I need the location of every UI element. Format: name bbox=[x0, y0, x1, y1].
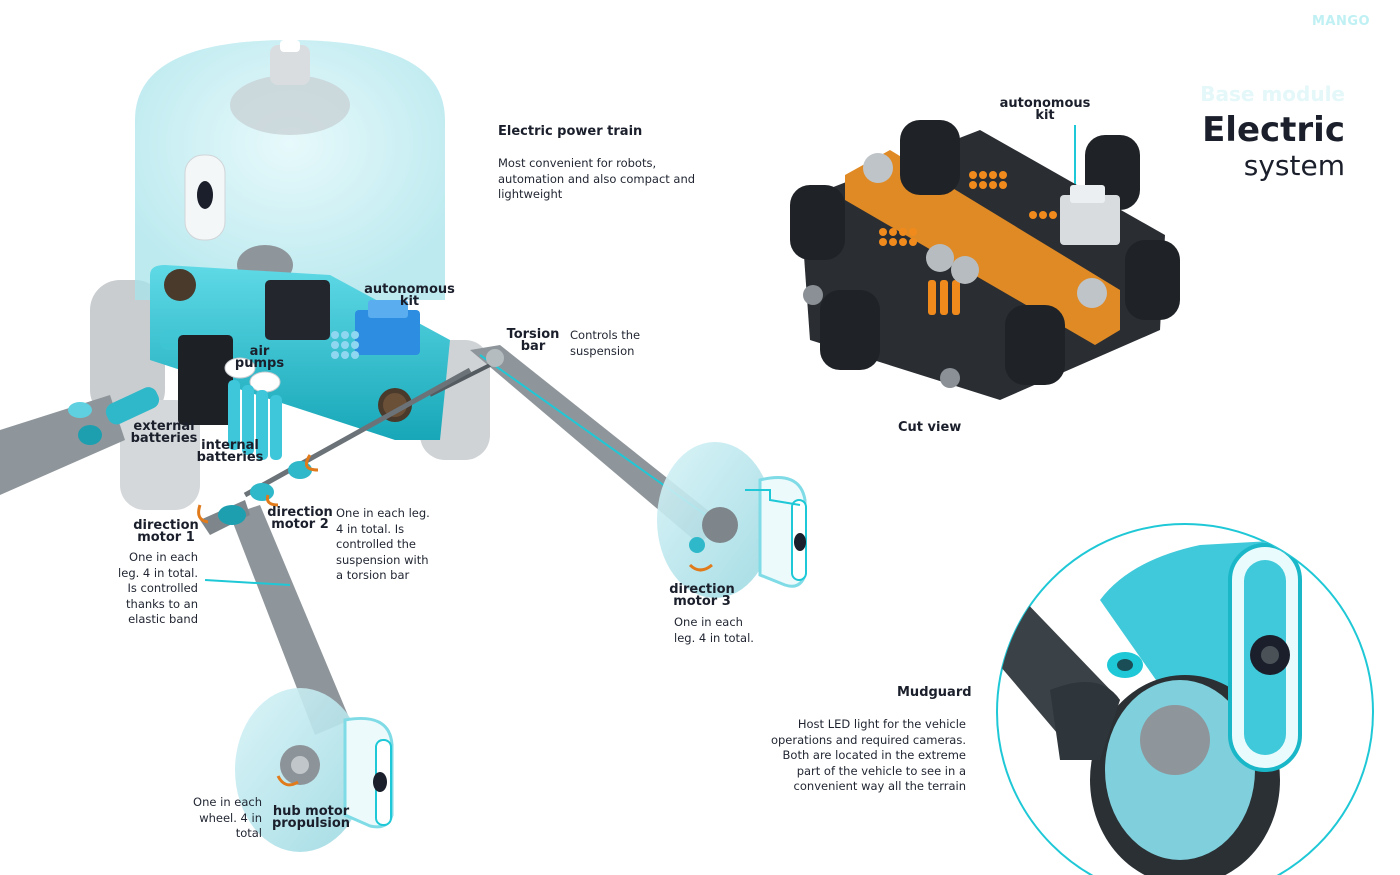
direction-motor-1-desc: One in each leg. 4 in total. Is controll… bbox=[118, 550, 198, 626]
label-hub-motor: hub motor propulsion bbox=[271, 804, 351, 831]
page-title: Electric bbox=[1202, 110, 1345, 150]
label-air-pumps: air pumps bbox=[234, 344, 285, 371]
cut-view-caption: Cut view bbox=[898, 420, 962, 435]
mudguard-heading: Mudguard bbox=[897, 685, 972, 700]
hub-motor-desc: One in each wheel. 4 in total bbox=[193, 795, 262, 840]
brand-logo: MANGO bbox=[1312, 14, 1371, 29]
page-subtitle: system bbox=[1243, 149, 1345, 182]
label-direction-motor-3: direction motor 3 bbox=[669, 582, 735, 609]
direction-motor-2-desc: One in each leg. 4 in total. Is controll… bbox=[336, 506, 430, 582]
cut-view-illustration bbox=[790, 120, 1180, 400]
label-cut-view-kit: autonomous kit bbox=[999, 96, 1091, 123]
mudguard-closeup bbox=[996, 523, 1374, 875]
label-torsion-bar: Torsion bar bbox=[506, 327, 560, 354]
power-train-heading: Electric power train bbox=[498, 124, 643, 139]
label-direction-motor-2: direction motor 2 bbox=[267, 505, 333, 532]
power-train-text: Most convenient for robots, automation a… bbox=[498, 156, 696, 201]
robot-illustration bbox=[0, 40, 807, 852]
direction-motor-3-desc: One in each leg. 4 in total. bbox=[674, 615, 754, 645]
torsion-bar-desc: Controls the suspension bbox=[570, 328, 641, 358]
mudguard-text: Host LED light for the vehicle operation… bbox=[770, 717, 966, 793]
rotation-arrows bbox=[197, 454, 713, 787]
label-external-batteries: external batteries bbox=[130, 419, 198, 446]
label-autonomous-kit: autonomous kit bbox=[364, 282, 455, 309]
label-internal-batteries: internal batteries bbox=[196, 438, 264, 465]
section-kicker: Base module bbox=[1200, 82, 1345, 106]
label-direction-motor-1: direction motor 1 bbox=[133, 518, 199, 545]
